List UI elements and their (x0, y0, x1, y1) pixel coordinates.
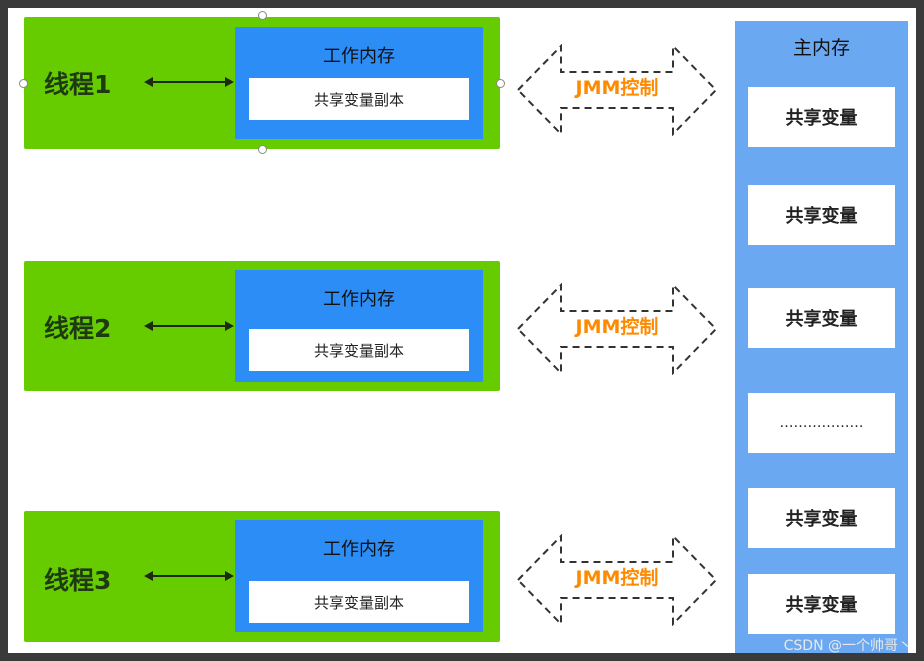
thread-1-box: 线程1 工作内存 共享变量副本 (24, 17, 500, 149)
bidirectional-arrow-icon (144, 77, 234, 87)
diagram-canvas: 线程1 工作内存 共享变量副本 线程2 工作内存 共享变量副本 线程3 (8, 8, 916, 653)
watermark: CSDN @一个帅哥丶 (783, 638, 912, 654)
shared-variable-box: 共享变量 (748, 185, 895, 245)
selection-handle[interactable] (258, 145, 267, 154)
dashed-double-arrow-icon (516, 283, 718, 375)
main-memory-box: 主内存 共享变量 共享变量 共享变量 ……………… 共享变量 共享变量 (735, 21, 908, 653)
shared-variable-copy-box: 共享变量副本 (249, 581, 469, 623)
thread-3-work-memory: 工作内存 共享变量副本 (235, 520, 483, 632)
main-memory-title: 主内存 (792, 37, 850, 59)
jmm-control-arrow-3: JMM控制 (516, 534, 718, 626)
dashed-double-arrow-icon (516, 534, 718, 626)
shared-variable-box: 共享变量 (748, 488, 895, 548)
jmm-control-arrow-2: JMM控制 (516, 283, 718, 375)
selection-handle[interactable] (496, 79, 505, 88)
jmm-control-label: JMM控制 (575, 316, 659, 338)
thread-3-label: 线程3 (44, 566, 112, 595)
shared-variable-copy-box: 共享变量副本 (249, 329, 469, 371)
jmm-control-arrow-1: JMM控制 (516, 44, 718, 136)
work-memory-title: 工作内存 (323, 539, 395, 560)
work-memory-title: 工作内存 (323, 46, 395, 67)
jmm-control-label: JMM控制 (575, 567, 659, 589)
bidirectional-arrow-icon (144, 571, 234, 581)
thread-2-work-memory: 工作内存 共享变量副本 (235, 270, 483, 382)
thread-1-label: 线程1 (44, 70, 112, 99)
thread-2-label: 线程2 (44, 314, 112, 343)
dashed-double-arrow-icon (516, 44, 718, 136)
jmm-control-label: JMM控制 (575, 77, 659, 99)
shared-variable-box: 共享变量 (748, 574, 895, 634)
shared-variable-box: 共享变量 (748, 288, 895, 348)
thread-1-work-memory: 工作内存 共享变量副本 (235, 27, 483, 139)
shared-variable-box: 共享变量 (748, 87, 895, 147)
bidirectional-arrow-icon (144, 321, 234, 331)
ellipsis-box: ……………… (748, 393, 895, 453)
selection-handle[interactable] (258, 11, 267, 20)
thread-2-box: 线程2 工作内存 共享变量副本 (24, 261, 500, 391)
work-memory-title: 工作内存 (323, 289, 395, 310)
thread-3-box: 线程3 工作内存 共享变量副本 (24, 511, 500, 642)
shared-variable-copy-box: 共享变量副本 (249, 78, 469, 120)
selection-handle[interactable] (19, 79, 28, 88)
